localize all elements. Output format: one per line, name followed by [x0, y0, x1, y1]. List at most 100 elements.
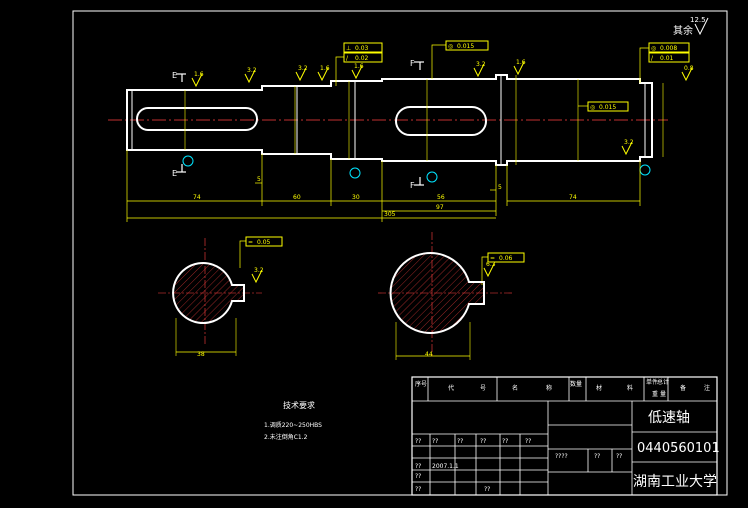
- svg-text:??: ??: [415, 486, 421, 493]
- section-e-profile: [172, 262, 245, 324]
- svg-text:??: ??: [484, 486, 490, 493]
- section-label-e-bottom: E: [172, 169, 177, 178]
- surface-finish-value: 12.5: [690, 16, 706, 24]
- svg-text:3.2: 3.2: [624, 139, 634, 146]
- tolerance-frame: ◎ 0.008: [648, 42, 690, 53]
- section-f-width: 44: [425, 351, 433, 358]
- svg-text:??: ??: [502, 438, 508, 445]
- svg-text:??: ??: [415, 473, 421, 480]
- keyway-e: [136, 107, 258, 131]
- svg-text:备: 备: [680, 384, 686, 392]
- svg-text:量: 量: [660, 391, 666, 398]
- svg-text:0.02: 0.02: [355, 55, 369, 62]
- svg-text:单件: 单件: [646, 378, 658, 386]
- dimension-lines: [126, 150, 641, 222]
- part-name: 低速轴: [648, 410, 690, 426]
- school-name: 湖南工业大学: [633, 474, 717, 490]
- svg-text:◎: ◎: [448, 43, 453, 50]
- section-f-profile: [389, 252, 485, 334]
- surface-finish-note: 其余: [673, 24, 693, 37]
- svg-text:3.2: 3.2: [476, 61, 486, 68]
- dim-5-right: 5: [498, 184, 502, 191]
- drawing-border: [72, 10, 728, 496]
- svg-text:称: 称: [546, 384, 552, 392]
- svg-text:⊥: ⊥: [346, 45, 351, 52]
- svg-text:??: ??: [415, 438, 421, 445]
- dim-5-left: 5: [257, 176, 261, 183]
- datum-icon: [182, 155, 194, 167]
- shaft-step-lines: [131, 75, 646, 165]
- svg-text:序号: 序号: [415, 380, 427, 388]
- svg-text:总计: 总计: [657, 378, 669, 386]
- dim-74-right: 74: [569, 194, 577, 201]
- roughness-icon: 1.6: [317, 65, 330, 82]
- title-block-grid: [412, 377, 717, 495]
- notes-title: 技术要求: [283, 400, 315, 410]
- tolerance-frame: / 0.02: [343, 52, 383, 63]
- roughness-icon: 0.8: [681, 65, 694, 82]
- notes-line-2: 2.未注倒角C1.2: [264, 433, 308, 441]
- title-block: 序号 代 号 名 称 数量 材 料 单件 总计 重 量 备 注 低速轴 0440…: [411, 376, 720, 496]
- title-block-placeholders: ?? ?? ?? ?? ?? ?? ?? ???? ?? ?? ?? ?? ??: [415, 438, 622, 493]
- svg-text:??: ??: [457, 438, 463, 445]
- svg-text:??: ??: [616, 453, 622, 460]
- tolerance-frames: ⊥ 0.03 / 0.02 ◎ 0.015 ◎ 0.008 / 0.01 ◎ 0…: [245, 40, 690, 263]
- roughness-icon: 3.2: [621, 139, 634, 156]
- svg-text:3.2: 3.2: [247, 67, 257, 74]
- title-block-headers: 序号 代 号 名 称 数量 材 料 单件 总计 重 量 备 注: [415, 378, 710, 398]
- roughness-icon: 3.2: [295, 65, 308, 82]
- dim-60: 60: [293, 194, 301, 201]
- svg-text:1.6: 1.6: [516, 59, 526, 66]
- roughness-icon: 1.6: [351, 63, 364, 80]
- general-surface-finish: 其余 12.5: [673, 16, 709, 37]
- svg-text:数量: 数量: [570, 380, 582, 388]
- dim-305: 305: [384, 211, 396, 218]
- roughness-icon: 1.6: [513, 59, 526, 76]
- shaft-outline: [126, 74, 653, 166]
- datum-markers: [182, 155, 651, 183]
- svg-text:??: ??: [480, 438, 486, 445]
- svg-text:0.03: 0.03: [355, 45, 369, 52]
- svg-text:0.05: 0.05: [257, 239, 271, 246]
- svg-text:0.01: 0.01: [660, 55, 674, 62]
- svg-text:代: 代: [448, 384, 454, 392]
- surface-finish-icon: [694, 17, 709, 36]
- drawing-number: 0440560101: [637, 441, 720, 456]
- svg-text:0.015: 0.015: [457, 43, 474, 50]
- svg-text:◎: ◎: [651, 45, 656, 52]
- svg-text:6.3: 6.3: [486, 261, 496, 268]
- dimension-values: 74 60 30 56 74 97 305 5 5: [193, 176, 577, 218]
- datum-icon: [349, 167, 361, 179]
- section-f: 44: [378, 232, 512, 360]
- svg-text:1.6: 1.6: [194, 71, 204, 78]
- datum-icon: [426, 171, 438, 183]
- tolerance-leaders: [239, 44, 649, 285]
- svg-text:重: 重: [652, 390, 658, 398]
- svg-text:3.2: 3.2: [254, 267, 264, 274]
- roughness-icon: 3.2: [244, 67, 257, 84]
- tolerance-frame: ◎ 0.015: [445, 40, 489, 51]
- svg-text:????: ????: [555, 453, 568, 460]
- roughness-icon: 3.2: [251, 267, 264, 284]
- svg-text:材: 材: [596, 384, 602, 392]
- notes-line-1: 1.调质220~250HBS: [264, 421, 322, 429]
- dim-30: 30: [352, 194, 360, 201]
- section-label-f-top: F: [410, 59, 415, 68]
- section-label-f-bottom: F: [410, 181, 415, 190]
- section-e: 38: [158, 238, 262, 358]
- tolerance-frame: ⊥ 0.03: [343, 42, 383, 53]
- svg-text:3.2: 3.2: [298, 65, 308, 72]
- svg-text:/: /: [346, 55, 349, 62]
- svg-text:??: ??: [432, 438, 438, 445]
- section-label-e-top: E: [172, 71, 177, 80]
- svg-text:1.6: 1.6: [320, 65, 330, 72]
- section-markers: E E F F: [172, 59, 415, 190]
- roughness-marks: 1.6 3.2 3.2 1.6 1.6 3.2 1.6 0.8 3.2 3.2 …: [191, 59, 694, 284]
- svg-text:0.015: 0.015: [599, 104, 616, 111]
- roughness-icon: 1.6: [191, 71, 204, 88]
- tolerance-frame: = 0.05: [245, 236, 283, 247]
- tolerance-frame: ◎ 0.015: [587, 101, 629, 112]
- svg-text:=: =: [248, 239, 253, 246]
- dim-56: 56: [437, 194, 445, 201]
